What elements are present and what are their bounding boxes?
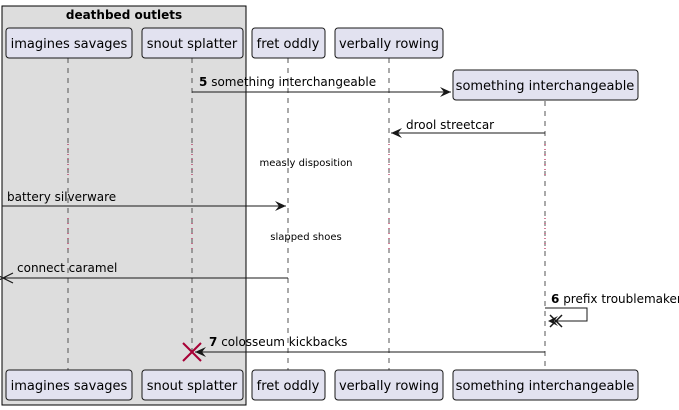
participant-snout-splatter-bottom[interactable]: snout splatter (141, 369, 244, 401)
message-7: 7 colosseum kickbacks (182, 335, 545, 362)
message-5: 5 something interchangeable (192, 75, 451, 97)
participant-something-interchangeable-created[interactable]: something interchangeable (452, 69, 639, 101)
participants-bottom: imagines savages snout splatter fret odd… (5, 369, 639, 401)
participant-imagines-savages-bottom[interactable]: imagines savages (5, 369, 133, 401)
message-text: 5 something interchangeable (199, 75, 376, 89)
message-text: drool streetcar (406, 118, 494, 132)
participant-label: verbally rowing (339, 379, 439, 394)
message-text: battery silverware (7, 190, 116, 204)
delay-label: measly disposition (259, 158, 352, 169)
message-text: 6 prefix troublemaker (551, 292, 679, 306)
delay-label: slapped shoes (270, 232, 342, 243)
participants-top: imagines savages snout splatter fret odd… (5, 27, 639, 101)
participant-fret-oddly[interactable]: fret oddly (251, 27, 326, 59)
participant-label: imagines savages (11, 379, 128, 394)
participant-label: something interchangeable (456, 379, 635, 394)
participant-snout-splatter[interactable]: snout splatter (141, 27, 244, 59)
participant-label: something interchangeable (456, 79, 635, 94)
messages: 5 something interchangeable drool street… (2, 75, 679, 362)
participant-label: fret oddly (257, 379, 320, 394)
lifelines (67, 58, 546, 370)
message-battery-silverware: battery silverware (2, 190, 286, 211)
participant-label: imagines savages (11, 37, 128, 52)
participant-label: fret oddly (257, 37, 320, 52)
participant-label: snout splatter (147, 379, 238, 394)
participant-imagines-savages[interactable]: imagines savages (5, 27, 133, 59)
participant-label: snout splatter (147, 37, 238, 52)
participant-fret-oddly-bottom[interactable]: fret oddly (251, 369, 326, 401)
participant-label: verbally rowing (339, 37, 439, 52)
message-drool-streetcar: drool streetcar (391, 118, 545, 138)
destroy-x-icon (549, 314, 563, 328)
group-title: deathbed outlets (66, 8, 182, 22)
participant-verbally-rowing-bottom[interactable]: verbally rowing (334, 369, 444, 401)
participant-verbally-rowing[interactable]: verbally rowing (334, 27, 444, 59)
message-text: connect caramel (17, 261, 117, 275)
delay-markers (67, 144, 546, 252)
message-6: 6 prefix troublemaker (545, 292, 679, 328)
destroy-x-icon (182, 342, 202, 362)
message-connect-caramel: connect caramel (3, 261, 288, 284)
message-text: 7 colosseum kickbacks (209, 335, 347, 349)
participant-something-interchangeable-bottom[interactable]: something interchangeable (452, 369, 639, 401)
